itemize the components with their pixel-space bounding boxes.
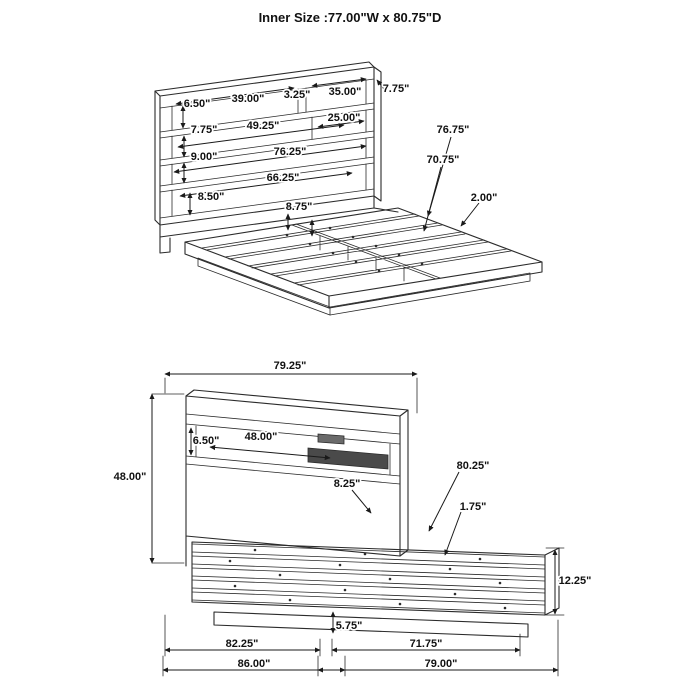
page-title: Inner Size :77.00"W x 80.75"D bbox=[259, 10, 442, 25]
dim-inner-length-label: 82.25" bbox=[226, 638, 259, 650]
dim-shelf1-left-width-label: 39.00" bbox=[232, 93, 265, 105]
dim-side-rail-length-label: 76.75" bbox=[437, 124, 470, 136]
platform-base-lines bbox=[197, 257, 531, 316]
top-diagram: 6.50" 39.00" 3.25" 35.00" 7.75" 7.75" 49… bbox=[154, 61, 543, 316]
dim-footboard-height-label: 12.25" bbox=[559, 575, 592, 587]
dim-shelf3-width-label: 76.25" bbox=[274, 146, 307, 158]
dim-inner-depth-label: 80.25" bbox=[457, 460, 490, 472]
dim-shelf-opening-height-label: 6.50" bbox=[193, 435, 220, 447]
dim-shelf2-right-width-label: 25.00" bbox=[328, 112, 361, 124]
bottom-dimension-arrows bbox=[149, 371, 565, 677]
dim-deck-length-label: 71.75" bbox=[410, 638, 443, 650]
dim-platform-depth-label: 79.00" bbox=[425, 658, 458, 670]
top-dimension-labels: 6.50" 39.00" 3.25" 35.00" 7.75" 7.75" 49… bbox=[182, 81, 499, 215]
dim-overall-depth-label: 86.00" bbox=[238, 658, 271, 670]
platform-deck-outline bbox=[184, 207, 543, 316]
dim-shelf1-height-label: 6.50" bbox=[184, 98, 211, 110]
headboard-front-shelf-lines bbox=[185, 413, 401, 485]
dim-shelf-opening-width-label: 48.00" bbox=[245, 431, 278, 443]
headboard-front-outline bbox=[185, 389, 409, 567]
dim-rail-height-label: 8.25" bbox=[334, 478, 361, 490]
dim-shelf1-right-width-label: 35.00" bbox=[329, 86, 362, 98]
bottom-dimension-labels: 79.25" 48.00" 6.50" 48.00" 8.25" 80.25" … bbox=[112, 358, 593, 672]
shelf-dark-strip bbox=[317, 433, 345, 445]
slat-screw-dots bbox=[285, 226, 424, 273]
dim-shelf3-height-label: 9.00" bbox=[191, 151, 218, 163]
platform-base bbox=[213, 611, 529, 638]
shelf-dark-slot bbox=[307, 447, 389, 470]
slat-boards bbox=[191, 543, 546, 614]
slat-screw-dots-front bbox=[228, 548, 507, 610]
dim-headboard-height-label: 48.00" bbox=[114, 471, 147, 483]
dim-center-support-height-label: 8.75" bbox=[286, 201, 313, 213]
dim-inner-shelf-width-label: 66.25" bbox=[267, 172, 300, 184]
dim-headboard-base-height-label: 8.50" bbox=[198, 191, 225, 203]
dim-slat-width-label: 70.75" bbox=[427, 154, 460, 166]
dim-base-height-label: 5.75" bbox=[336, 620, 363, 632]
dim-shelf2-height-label: 7.75" bbox=[191, 124, 218, 136]
bottom-diagram: 79.25" 48.00" 6.50" 48.00" 8.25" 80.25" … bbox=[112, 358, 593, 677]
dim-headboard-top-depth-label: 7.75" bbox=[383, 83, 410, 95]
top-dimension-arrows bbox=[173, 77, 480, 237]
platform-front-outline bbox=[191, 541, 560, 638]
dim-headboard-width-label: 79.25" bbox=[274, 360, 307, 372]
dim-rail-lip-label: 2.00" bbox=[471, 192, 498, 204]
dim-shelf1-divider-label: 3.25" bbox=[284, 89, 311, 101]
dim-slat-thickness-label: 1.75" bbox=[460, 501, 487, 513]
dim-shelf2-left-width-label: 49.25" bbox=[247, 120, 280, 132]
